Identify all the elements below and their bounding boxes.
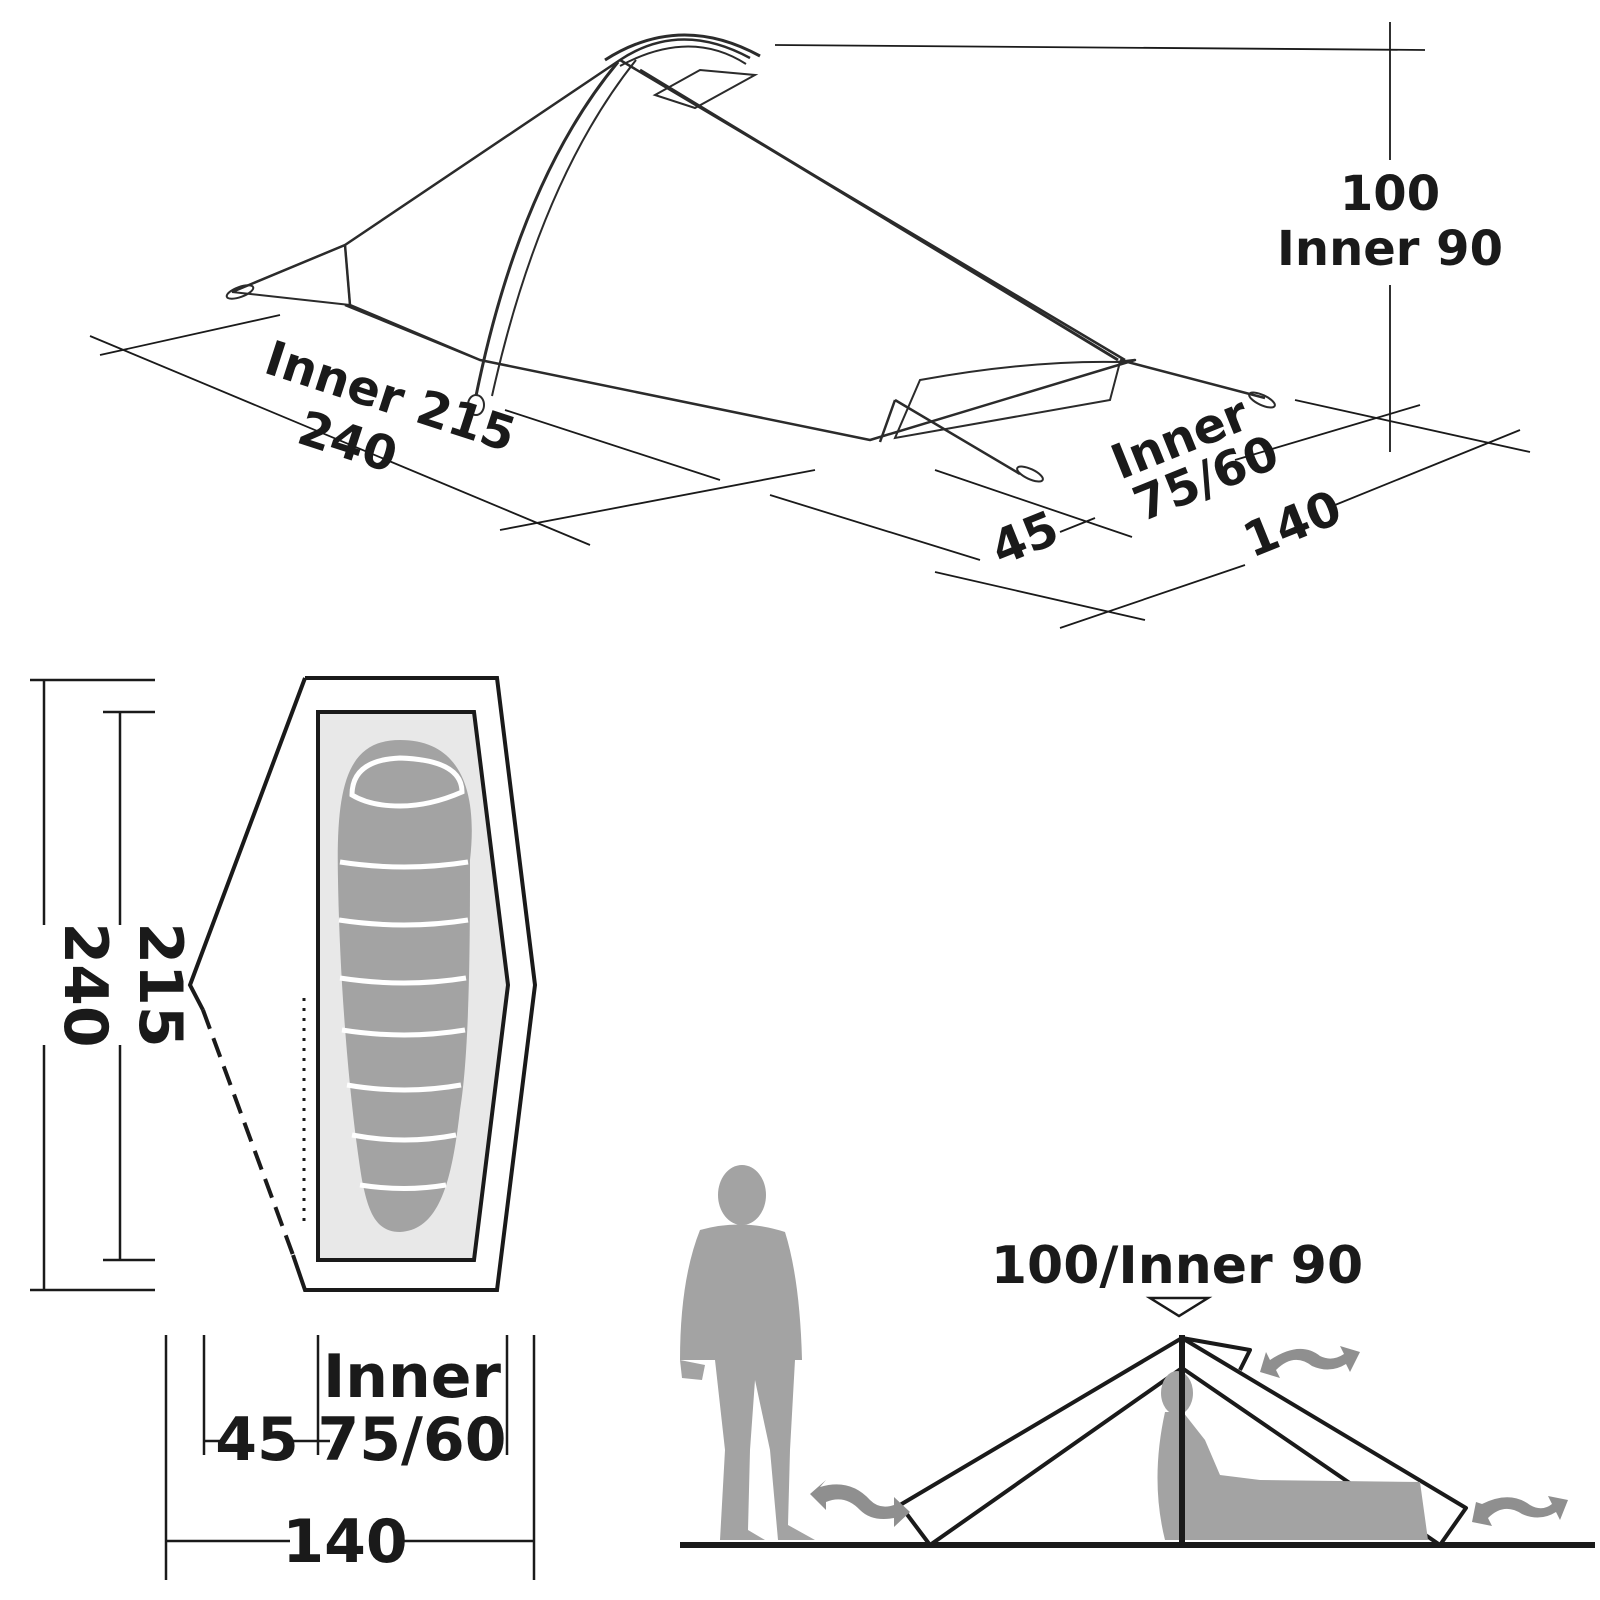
isometric-tent-view: 100 Inner 90 Inner 215 240 Inner 75/60 4…	[89, 22, 1531, 629]
plan-width-label: 140	[282, 1507, 407, 1577]
person-sitting-icon	[1157, 1371, 1428, 1540]
fly-footprint	[291, 676, 538, 1292]
side-view: 100/Inner 90	[680, 1165, 1595, 1548]
sleeping-bag-icon	[337, 740, 472, 1232]
plan-dimension-lines	[30, 678, 536, 1580]
iso-vestibule-label: 45	[984, 500, 1067, 577]
peak-marker-icon	[1145, 1296, 1213, 1318]
plan-length-label: 240	[50, 922, 120, 1047]
side-height-label: 100/Inner 90	[991, 1236, 1363, 1296]
airflow-arrow-icon	[810, 1346, 1568, 1527]
iso-dimension-lines	[89, 22, 1531, 629]
iso-width-label: 140	[1236, 480, 1350, 569]
plan-vestibule-label: 45	[215, 1405, 299, 1475]
iso-height-label: 100	[1340, 166, 1440, 222]
floor-plan-view: 240 215 Inner 75/60 45 140	[30, 676, 538, 1580]
plan-inner-line2: 75/60	[318, 1405, 507, 1475]
iso-height-inner-label: Inner 90	[1277, 221, 1503, 277]
tent-pole	[474, 61, 620, 397]
person-standing-icon	[680, 1165, 815, 1540]
plan-inner-line1: Inner	[323, 1342, 501, 1412]
plan-length-inner-label: 215	[125, 922, 195, 1047]
